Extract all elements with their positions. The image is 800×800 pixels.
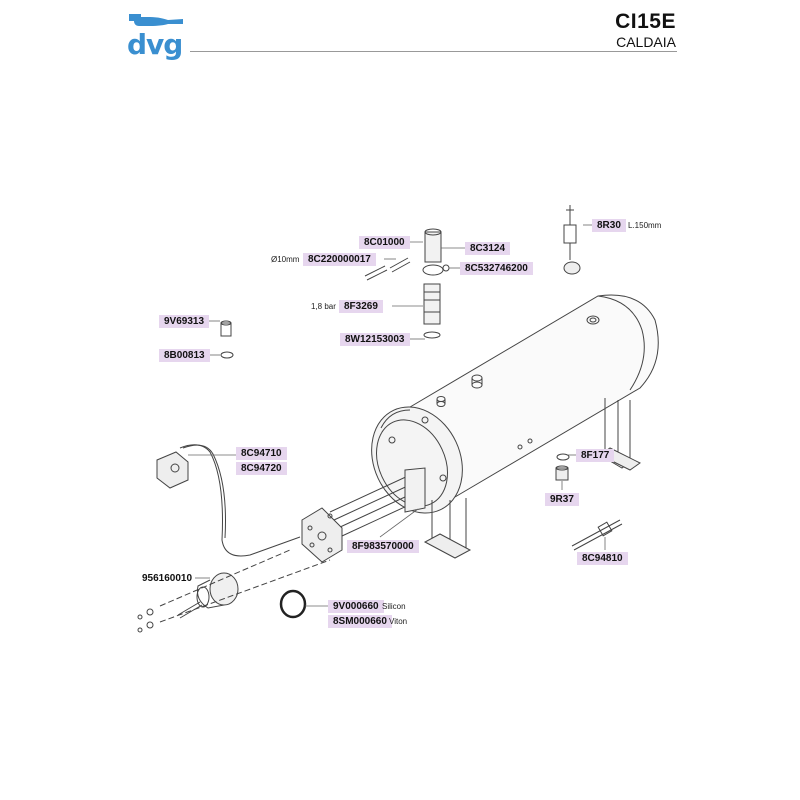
part-label: 9V69313	[159, 315, 210, 328]
level-probe	[563, 205, 581, 275]
part-label: 8SM000660	[328, 615, 392, 628]
pressure-switch-assembly	[156, 444, 301, 557]
part-label: 8C220000017	[303, 253, 376, 266]
sensor-probe	[571, 519, 623, 551]
part-label: 9R37	[545, 493, 579, 506]
side-fitting	[220, 320, 234, 359]
drain-fitting	[555, 453, 570, 481]
top-valve-assembly	[364, 228, 450, 339]
part-label: 8W12153003	[340, 333, 410, 346]
part-label: 9V000660	[328, 600, 384, 613]
leader-lines	[188, 224, 606, 607]
part-label: 8C3124	[465, 242, 511, 255]
part-label: 8F3269	[339, 300, 383, 313]
section-title: CALDAIA	[616, 34, 676, 50]
part-note: Silicon	[382, 602, 406, 611]
part-label: 8C532746200	[460, 262, 533, 275]
part-label: 8R30	[592, 219, 626, 232]
part-label: 8B00813	[159, 349, 210, 362]
part-note: 1,8 bar	[311, 302, 336, 311]
header-divider	[190, 51, 677, 52]
model-title: CI15E	[615, 10, 676, 33]
part-label: 8F177	[576, 449, 615, 462]
brand-logo-text: dvg	[127, 28, 183, 61]
part-label: 8C94720	[236, 462, 287, 475]
part-note: L.150mm	[628, 221, 662, 230]
dvg-logo-mark	[129, 14, 183, 26]
part-label: 956160010	[142, 573, 193, 584]
gasket-ring	[279, 589, 307, 619]
element-cover	[137, 549, 331, 633]
heating-element	[301, 467, 426, 563]
part-label: 8C94710	[236, 447, 287, 460]
part-label: 8C94810	[577, 552, 628, 565]
part-label: 8F983570000	[347, 540, 419, 553]
part-note: Ø10mm	[271, 255, 300, 264]
part-note: Viton	[389, 617, 408, 626]
part-label: 8C01000	[359, 236, 410, 249]
boiler-tank	[371, 294, 659, 559]
